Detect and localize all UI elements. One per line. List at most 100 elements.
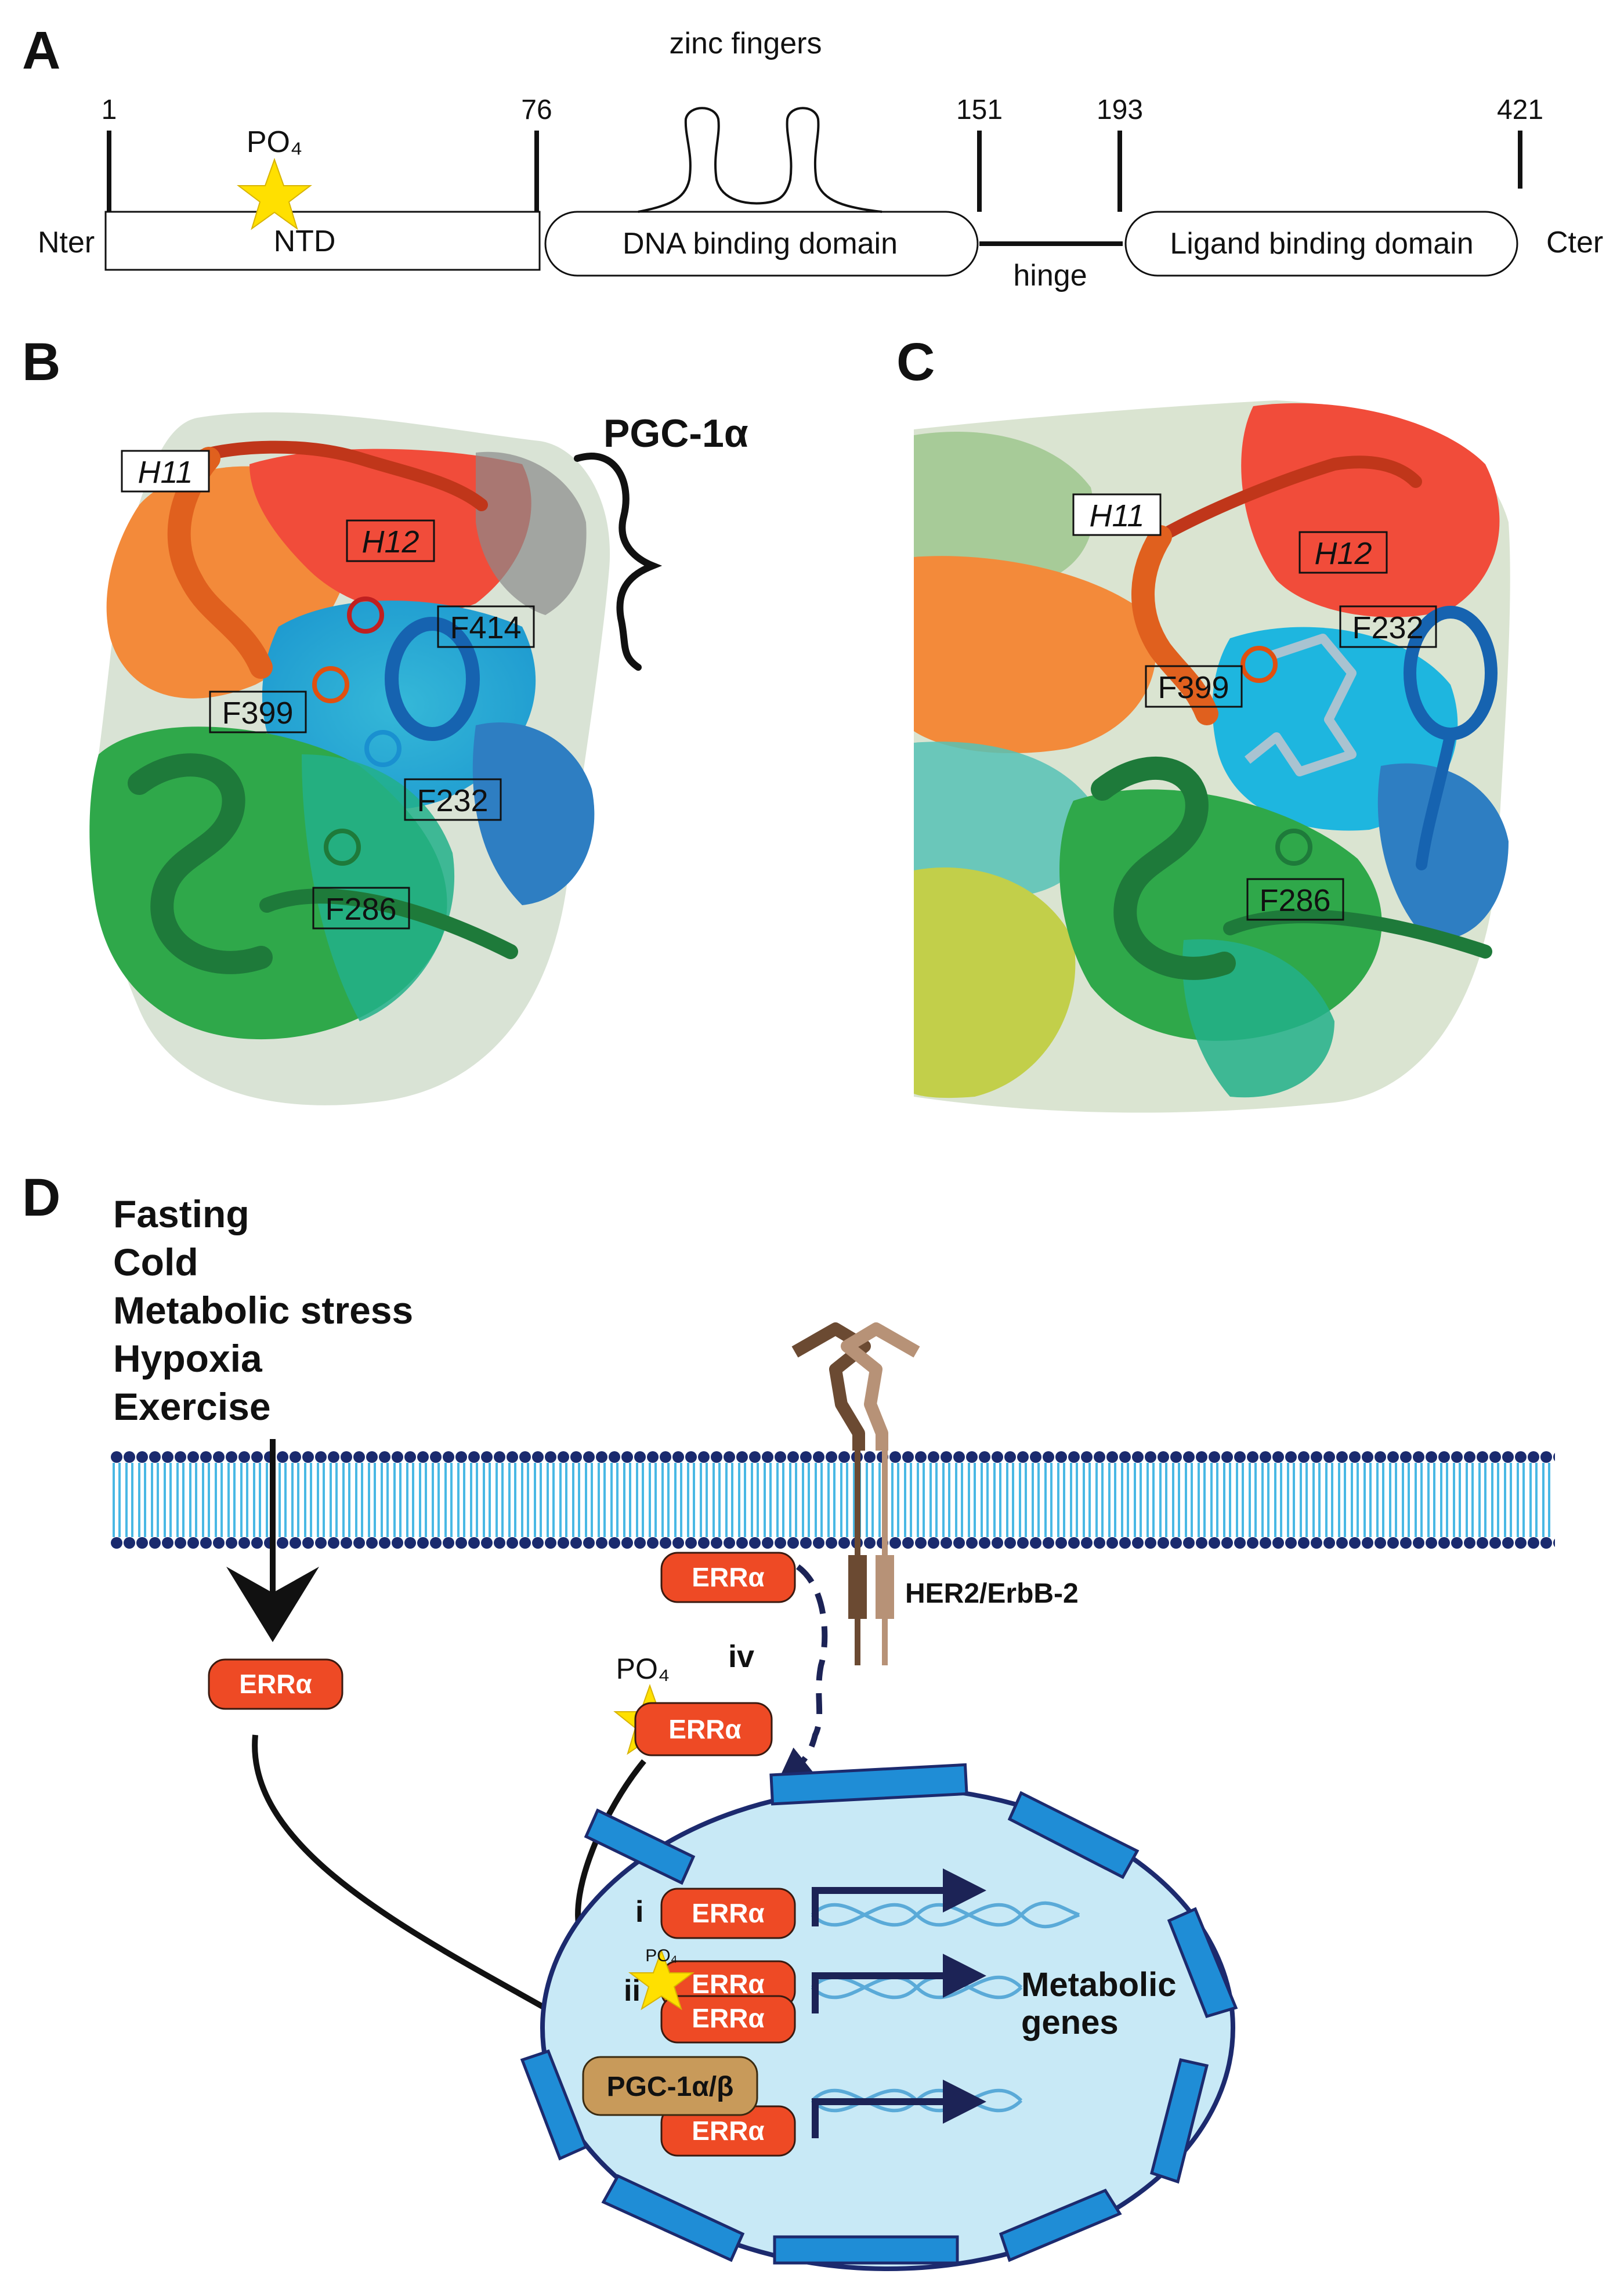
stimulus-exercise: Exercise: [113, 1385, 271, 1428]
panel-c-surface-lightgreen: [914, 432, 1094, 582]
panel-b-h12-box: [346, 519, 435, 562]
panel-c-h12-box: [1299, 531, 1388, 574]
envelope-segment-left-lower: [520, 2049, 588, 2161]
err-i-label: ERRα: [692, 1898, 764, 1928]
panel-c-f399-label: F399: [1158, 670, 1229, 705]
err-iii-label: ERRα: [692, 2116, 764, 2146]
panel-b-f414-box: [437, 605, 535, 648]
tx-arrow-i: [812, 1887, 952, 1926]
panel-c-h11-label: H11: [1089, 498, 1144, 533]
pgc-coactivator: [582, 2056, 758, 2116]
panel-d-letter: D: [22, 1168, 60, 1227]
err-cytoplasm: [208, 1658, 343, 1710]
panel-d: D Fasting Cold Metabolic stress Hypoxia …: [22, 1168, 1555, 2271]
cell-membrane: [110, 1451, 1555, 1549]
stimulus-cold: Cold: [113, 1241, 198, 1284]
transcription-arrows: [812, 1887, 952, 2138]
panel-b-f414-label: F414: [450, 610, 521, 645]
nter-label: Nter: [38, 226, 95, 259]
err-near-receptor-label: ERRα: [692, 1562, 764, 1592]
err-i: [660, 1888, 796, 1939]
err-po4-label: PO₄: [616, 1653, 670, 1685]
panel-c-h11-box: [1072, 493, 1162, 536]
ntd-box: [104, 211, 541, 271]
err-ii-star-icon: [628, 1949, 695, 2011]
panel-b-letter: B: [22, 332, 60, 392]
panel-c-ligand: [1245, 634, 1357, 776]
panel-c-strand-green: [1223, 909, 1492, 959]
position-1: 1: [102, 95, 117, 125]
err-ii-po4-label: PO₄: [645, 1946, 678, 1965]
err-phospho: [634, 1702, 773, 1756]
err-ii-lower-label: ERRα: [692, 2003, 764, 2033]
panel-b-f232-label: F232: [417, 783, 488, 818]
panel-c-f286-box: [1246, 878, 1344, 921]
lbd-label: Ligand binding domain: [1170, 227, 1473, 261]
panel-b-f414-ring: [347, 597, 384, 634]
panel-b-h11-box: [121, 450, 210, 493]
panel-b-helix-blue: [385, 617, 480, 741]
her2-kinase-light: [876, 1555, 894, 1619]
tx-arrowhead-ii: [943, 1954, 986, 1998]
envelope-segment-bottom-right: [999, 2188, 1122, 2262]
panel-c-f286-label: F286: [1259, 883, 1330, 918]
her2-label: HER2/ErbB-2: [905, 1578, 1079, 1609]
envelope-segment-right-lower: [1149, 2058, 1209, 2184]
panel-c-surface-red: [1241, 403, 1500, 617]
her2-receptor: [791, 1322, 920, 1665]
panel-c-h12-label: H12: [1314, 536, 1372, 571]
panel-c-h11-ribbon: [1131, 525, 1218, 725]
panel-c-surface-teal: [1182, 939, 1334, 1098]
panel-c-helix-green: [1091, 757, 1236, 980]
stimulus-metabolic-stress: Metabolic stress: [113, 1289, 413, 1332]
panel-c-letter: C: [896, 332, 935, 392]
panel-c: C H11 H12 F232 F399 F286: [896, 332, 1510, 1113]
transcription-arrowheads: [943, 1868, 986, 2124]
panel-b-surface-blue: [472, 722, 595, 905]
panel-b-f399-ring: [312, 666, 349, 703]
panel-b-h12-label: H12: [361, 525, 419, 559]
panel-b-f232-ring: [364, 730, 402, 767]
panel-b-f286-ring: [324, 829, 361, 866]
panel-b: B PGC-1α H11 H12 F414 F399 F232: [22, 332, 748, 1105]
envelope-segment-right-upper: [1167, 1907, 1238, 2019]
panel-b-helix-green: [128, 753, 273, 974]
panel-b-f399-label: F399: [222, 696, 293, 731]
her2-kinase-dark: [848, 1555, 867, 1619]
tx-arrowhead-iii: [943, 2080, 986, 2124]
panel-a-letter: A: [22, 21, 60, 80]
zinc-fingers-icon: [638, 107, 882, 213]
tx-arrowhead-i: [943, 1868, 986, 1913]
panel-b-h12-ribbon: [197, 440, 488, 511]
stimuli-arrowhead: [226, 1567, 319, 1642]
panel-b-h11-label: H11: [138, 455, 193, 490]
position-421: 421: [1497, 95, 1543, 125]
position-193: 193: [1097, 95, 1143, 125]
pgc-coactivator-label: PGC-1α/β: [607, 2072, 734, 2102]
panel-b-f232-box: [404, 778, 502, 821]
panel-c-f399-ring: [1240, 646, 1278, 683]
panel-b-surface-gray: [476, 451, 587, 615]
tx-arrow-ii: [812, 1972, 952, 2013]
panel-c-surface-blue: [1377, 763, 1509, 941]
lbd-box: [1124, 211, 1518, 277]
panel-c-h12-ribbon: [1154, 455, 1422, 543]
nuclear-envelope: [520, 1763, 1238, 2265]
envelope-segment-bottom-left: [601, 2174, 745, 2262]
err-phospho-label: ERRα: [668, 1714, 741, 1744]
stimulus-hypoxia: Hypoxia: [113, 1337, 263, 1380]
panel-b-f399-box: [209, 691, 307, 733]
panel-c-f399-box: [1145, 665, 1243, 708]
iv-dashed-arrow: [777, 1564, 828, 1783]
hinge-label: hinge: [1013, 259, 1087, 292]
roman-iv: iv: [728, 1639, 754, 1674]
panel-c-f232-label: F232: [1352, 610, 1423, 645]
panel-c-surface-orange: [914, 556, 1156, 754]
her2-monomer-dark: [791, 1322, 871, 1451]
arrow-to-nucleus-iii: [252, 1734, 595, 2037]
pgc-brace-icon: [574, 453, 663, 671]
panel-b-h11-ribbon: [167, 447, 273, 679]
panel-b-strand-green: [259, 888, 518, 959]
err-ii-upper-label: ERRα: [692, 1969, 764, 1999]
